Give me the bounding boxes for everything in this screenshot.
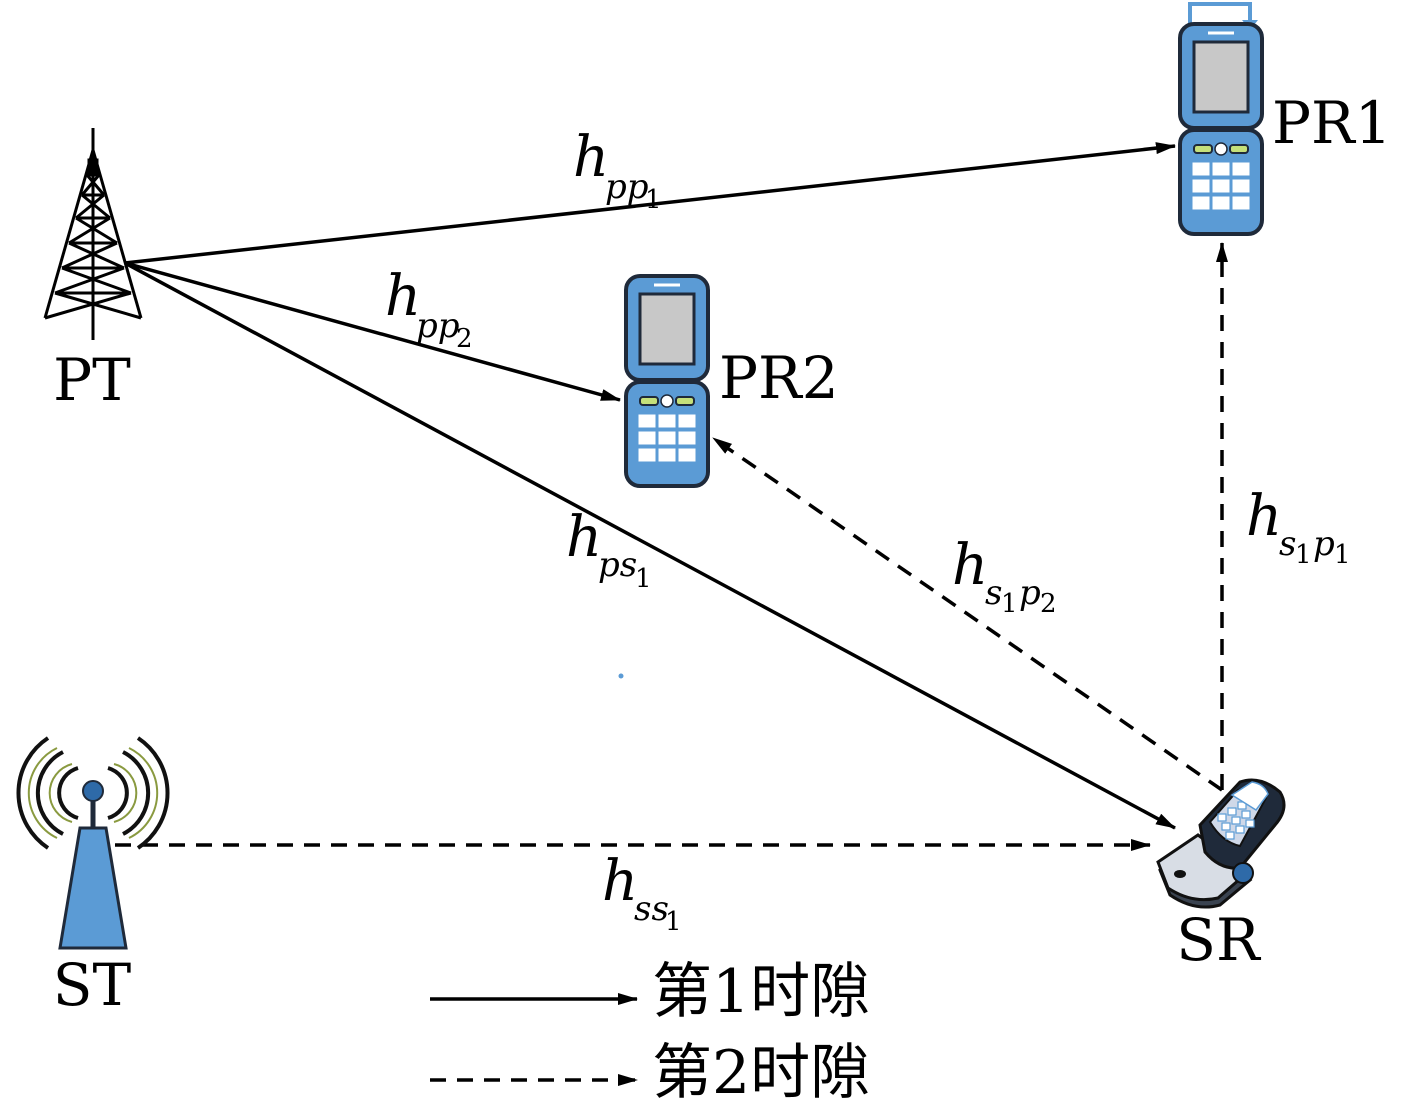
pr2-phone-icon: [624, 274, 710, 488]
svg-text:1: 1: [1334, 540, 1351, 570]
svg-text:pp: pp: [416, 306, 460, 346]
svg-text:1: 1: [1295, 540, 1312, 570]
svg-text:ss: ss: [634, 889, 669, 929]
label-h-pp1: h pp 1: [573, 125, 662, 215]
label-h-pp2: h pp 2: [385, 264, 473, 354]
svg-text:1: 1: [665, 907, 682, 937]
svg-text:p: p: [1313, 524, 1335, 564]
st-antenna-icon: [16, 736, 170, 950]
pt-label: PT: [53, 346, 131, 414]
svg-text:ps: ps: [598, 545, 637, 585]
stray-dot: [618, 673, 624, 679]
pr1-label: PR1: [1272, 89, 1392, 157]
svg-text:1: 1: [645, 185, 662, 215]
pr2-label: PR2: [719, 344, 839, 412]
svg-text:h: h: [566, 505, 602, 570]
sr-phone-icon: [1156, 778, 1286, 909]
st-label: ST: [53, 951, 132, 1019]
svg-text:p: p: [1019, 573, 1041, 613]
svg-text:h: h: [573, 125, 609, 190]
link-pt-sr: [124, 261, 1176, 830]
svg-text:2: 2: [1040, 589, 1057, 619]
legend-slot2-label: 第2时隙: [652, 1038, 870, 1108]
link-sr-pr2: [712, 436, 1223, 792]
legend-slot1-label: 第1时隙: [652, 957, 870, 1027]
svg-text:s: s: [985, 573, 1002, 613]
svg-text:1: 1: [635, 564, 652, 594]
legend: 第1时隙 第2时隙: [430, 957, 870, 1108]
label-h-ps1: h ps 1: [566, 505, 652, 594]
label-h-s1p1: h s 1 p 1: [1246, 484, 1351, 570]
label-h-s1p2: h s 1 p 2: [952, 533, 1057, 619]
svg-text:s: s: [1279, 524, 1296, 564]
label-h-ss1: h ss 1: [602, 849, 682, 937]
svg-text:pp: pp: [605, 167, 649, 207]
pr1-phone-icon: [1178, 2, 1264, 236]
pt-tower-icon: [43, 128, 143, 340]
sr-label: SR: [1176, 906, 1262, 974]
svg-text:h: h: [1246, 484, 1282, 549]
svg-text:1: 1: [1001, 589, 1018, 619]
link-pt-pr2: [124, 261, 621, 402]
svg-text:h: h: [385, 264, 421, 329]
svg-text:h: h: [602, 849, 638, 914]
link-pt-pr1: [124, 142, 1176, 265]
svg-text:2: 2: [456, 324, 473, 354]
svg-text:h: h: [952, 533, 988, 598]
